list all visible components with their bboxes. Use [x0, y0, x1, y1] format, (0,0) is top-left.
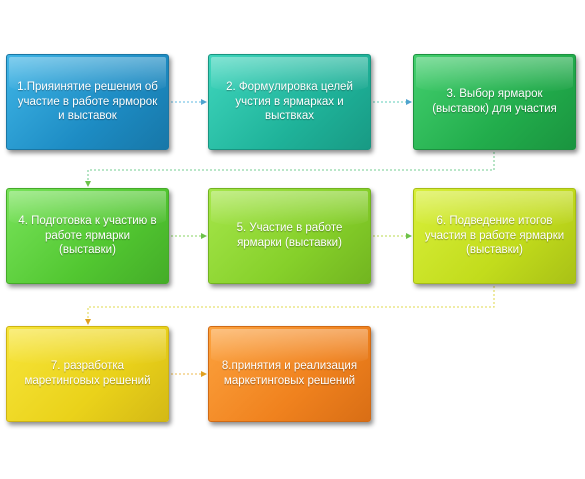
step-1-label: 1.Прияинятие решения об участие в работе… [17, 80, 158, 123]
step-2-label: 2. Формулировка целей учстия в ярмарках … [226, 80, 353, 123]
step-5-box: 5. Участие в работе ярмарки (выставки) [208, 188, 371, 284]
step-7-box: 7. разработка маретинговых решений [6, 326, 169, 422]
step-4-box: 4. Подготовка к участию в работе ярмарки… [6, 188, 169, 284]
step-8-label: 8.принятия и реализация маркетинговых ре… [221, 360, 358, 387]
arrow-6-7 [85, 286, 495, 325]
step-2-box: 2. Формулировка целей учстия в ярмарках … [208, 54, 371, 150]
arrow-3-4 [85, 152, 495, 187]
step-4-label: 4. Подготовка к участию в работе ярмарки… [18, 214, 157, 257]
step-3-label: 3. Выбор ярмарок (выставок) для участия [432, 88, 557, 115]
step-1-box: 1.Прияинятие решения об участие в работе… [6, 54, 169, 150]
step-6-label: 6. Подведение итогов участия в работе яр… [424, 214, 565, 257]
step-7-label: 7. разработка маретинговых решений [24, 360, 151, 387]
step-5-label: 5. Участие в работе ярмарки (выставки) [236, 222, 343, 249]
step-3-box: 3. Выбор ярмарок (выставок) для участия [413, 54, 576, 150]
step-6-box: 6. Подведение итогов участия в работе яр… [413, 188, 576, 284]
step-8-box: 8.принятия и реализация маркетинговых ре… [208, 326, 371, 422]
